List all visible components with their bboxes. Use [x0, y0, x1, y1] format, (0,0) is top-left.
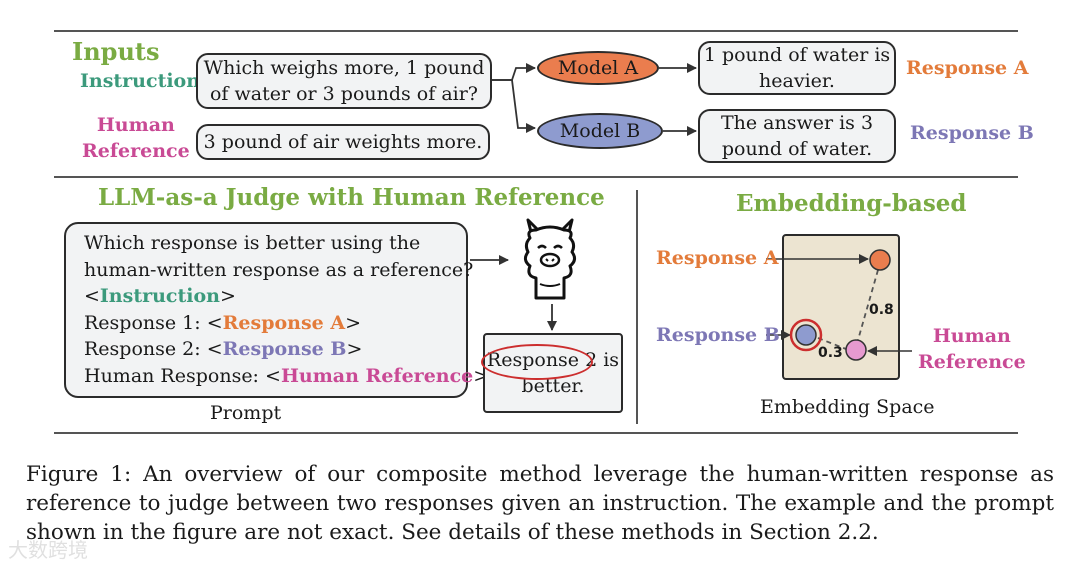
bottom-rule: [54, 432, 1018, 434]
connector-lines: [470, 63, 697, 331]
prompt-line-1: Which response is better using the: [84, 232, 421, 254]
mid-rule: [54, 176, 1018, 178]
embed-response-a-label: Response A: [656, 247, 779, 269]
prompt-line-response-2: Response 2: <Response B>: [84, 338, 363, 360]
response-a-point: [869, 249, 891, 271]
embedding-title: Embedding-based: [736, 190, 967, 217]
prompt-line-response-1: Response 1: <Response A>: [84, 311, 362, 334]
watermark: 大数跨境: [8, 538, 88, 562]
embedding-space-caption: Embedding Space: [760, 396, 935, 418]
prompt-box: Which response is better using the human…: [64, 222, 490, 398]
response-b-label: Response B: [910, 122, 1034, 144]
human-reference-label: Human Reference: [82, 114, 190, 162]
instruction-box: Which weighs more, 1 pound of water or 3…: [196, 53, 492, 109]
arrow-to-model-a: [492, 63, 536, 81]
model-b-node: Model B: [537, 113, 663, 149]
response-b-point: [795, 324, 817, 346]
highlight-circle: [480, 344, 593, 380]
human-reference-text: 3 pound of air weights more.: [203, 131, 483, 153]
prompt-line-2: human-written response as a reference?: [84, 258, 474, 281]
llama-icon: [523, 218, 577, 300]
response-a-text: 1 pound of water is heavier.: [703, 44, 891, 92]
model-a-node: Model A: [537, 51, 659, 85]
distance-b-label: 0.3: [818, 345, 843, 361]
figure-caption: Figure 1: An overview of our composite m…: [26, 462, 1054, 545]
distance-a-label: 0.8: [869, 302, 894, 318]
instruction-text: Which weighs more, 1 pound of water or 3…: [203, 57, 485, 105]
judge-title: LLM-as-a Judge with Human Reference: [98, 184, 605, 211]
response-a-label: Response A: [906, 57, 1029, 79]
prompt-line-instruction: <Instruction>: [84, 285, 236, 307]
human-reference-box: 3 pound of air weights more.: [196, 124, 490, 160]
vertical-divider: [636, 190, 638, 424]
response-a-box: 1 pound of water is heavier.: [698, 41, 896, 95]
distance-line-a: [857, 269, 879, 341]
prompt-caption: Prompt: [210, 402, 282, 424]
verdict-box: Response 2 is better.: [480, 333, 623, 413]
response-b-box: The answer is 3 pound of water.: [698, 109, 896, 163]
instruction-label: Instruction: [80, 70, 201, 92]
verdict-rest: better.: [521, 375, 585, 397]
prompt-line-human: Human Response: <Human Reference>: [84, 364, 490, 387]
embedding-plot: [766, 249, 912, 361]
top-rule: [54, 30, 1018, 32]
response-b-highlight-circle: [789, 318, 823, 352]
embed-human-label: Human Reference: [918, 325, 1026, 373]
inputs-title: Inputs: [72, 37, 160, 66]
response-b-text: The answer is 3 pound of water.: [720, 112, 874, 160]
human-reference-point: [845, 339, 867, 361]
embed-response-b-label: Response B: [656, 324, 780, 346]
arrow-to-model-b: [492, 79, 536, 133]
